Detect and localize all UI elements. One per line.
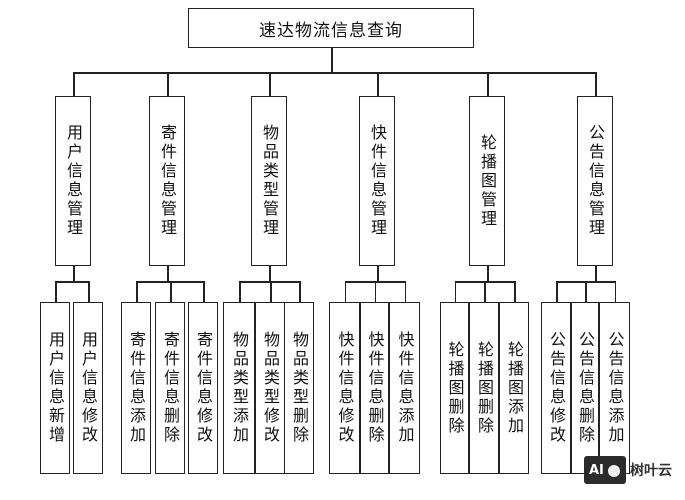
child-connector	[239, 281, 241, 302]
function-node-label: 物品类型添加	[230, 331, 249, 445]
function-node: 公告信息删除	[571, 302, 599, 474]
module-node-label: 快件信息管理	[368, 124, 387, 238]
module-node: 快件信息管理	[359, 96, 395, 266]
function-node: 轮播图删除	[469, 302, 499, 474]
child-connector	[55, 281, 57, 302]
function-node: 快件信息添加	[389, 302, 420, 474]
root-node: 速达物流信息查询	[188, 8, 474, 48]
function-node: 寄件信息修改	[188, 302, 218, 474]
function-node-label: 公告信息添加	[605, 331, 625, 445]
module-node-label: 轮播图管理	[478, 133, 497, 229]
child-connector	[404, 281, 406, 302]
function-node-label: 快件信息删除	[365, 331, 385, 445]
function-node-label: 用户信息新增	[46, 331, 65, 445]
module-down-connector	[377, 266, 379, 281]
root-label: 速达物流信息查询	[259, 20, 403, 41]
module-node: 寄件信息管理	[149, 96, 185, 266]
module-connector	[595, 72, 597, 96]
function-node-label: 寄件信息添加	[127, 331, 146, 445]
function-node: 轮播图添加	[499, 302, 529, 474]
function-node: 物品类型修改	[255, 302, 285, 474]
root-connector	[331, 48, 333, 72]
module-down-connector	[595, 266, 597, 281]
function-node-label: 物品类型修改	[261, 331, 280, 445]
child-bus	[239, 281, 301, 283]
function-node-label: 寄件信息删除	[161, 331, 180, 445]
function-node-label: 快件信息添加	[395, 331, 415, 445]
function-node: 用户信息新增	[40, 302, 70, 474]
child-connector	[88, 281, 90, 302]
function-node: 物品类型添加	[223, 302, 255, 474]
module-connector	[269, 72, 271, 96]
function-node: 公告信息添加	[599, 302, 630, 474]
function-node-label: 轮播图删除	[475, 340, 494, 436]
child-connector	[374, 281, 376, 302]
module-bus	[73, 72, 597, 74]
function-node-label: 寄件信息修改	[194, 331, 213, 445]
watermark-logo: AI	[584, 456, 626, 484]
watermark-logo-text: AI	[589, 462, 604, 478]
function-node: 物品类型删除	[284, 302, 314, 474]
module-node-label: 寄件信息管理	[158, 124, 177, 238]
function-node: 快件信息修改	[329, 302, 360, 474]
child-connector	[614, 281, 616, 302]
function-node-label: 用户信息修改	[79, 331, 98, 445]
function-node-label: 快件信息修改	[335, 331, 355, 445]
module-node-label: 物品类型管理	[260, 124, 279, 238]
module-node: 轮播图管理	[469, 96, 505, 266]
child-connector	[454, 281, 456, 302]
child-connector	[299, 281, 301, 302]
module-down-connector	[269, 266, 271, 281]
function-node: 寄件信息删除	[155, 302, 185, 474]
function-node-label: 轮播图删除	[445, 340, 465, 436]
function-node: 公告信息修改	[541, 302, 571, 474]
function-node-label: 轮播图添加	[505, 340, 524, 436]
function-node-label: 物品类型删除	[290, 331, 309, 445]
module-node: 用户信息管理	[55, 96, 91, 266]
child-connector	[136, 281, 138, 302]
module-connector	[167, 72, 169, 96]
child-connector	[585, 281, 587, 302]
module-node: 物品类型管理	[251, 96, 287, 266]
module-down-connector	[167, 266, 169, 281]
child-connector	[484, 281, 486, 302]
watermark-logo-dot	[608, 465, 620, 477]
module-node-label: 用户信息管理	[64, 124, 83, 238]
child-connector	[170, 281, 172, 302]
module-node: 公告信息管理	[577, 96, 613, 266]
module-connector	[487, 72, 489, 96]
function-node: 用户信息修改	[73, 302, 103, 474]
child-connector	[270, 281, 272, 302]
child-connector	[203, 281, 205, 302]
module-connector	[377, 72, 379, 96]
child-connector	[514, 281, 516, 302]
function-node-label: 公告信息修改	[547, 331, 566, 445]
function-node: 轮播图删除	[440, 302, 469, 474]
function-node: 寄件信息添加	[121, 302, 151, 474]
child-connector	[556, 281, 558, 302]
module-down-connector	[73, 266, 75, 281]
function-node-label: 公告信息删除	[576, 331, 595, 445]
module-node-label: 公告信息管理	[586, 124, 605, 238]
watermark-text: 树叶云	[630, 463, 672, 479]
child-bus	[55, 281, 90, 283]
module-down-connector	[487, 266, 489, 281]
module-connector	[73, 72, 75, 96]
watermark: AI 树叶云	[584, 456, 672, 484]
child-connector	[344, 281, 346, 302]
function-node: 快件信息删除	[360, 302, 389, 474]
